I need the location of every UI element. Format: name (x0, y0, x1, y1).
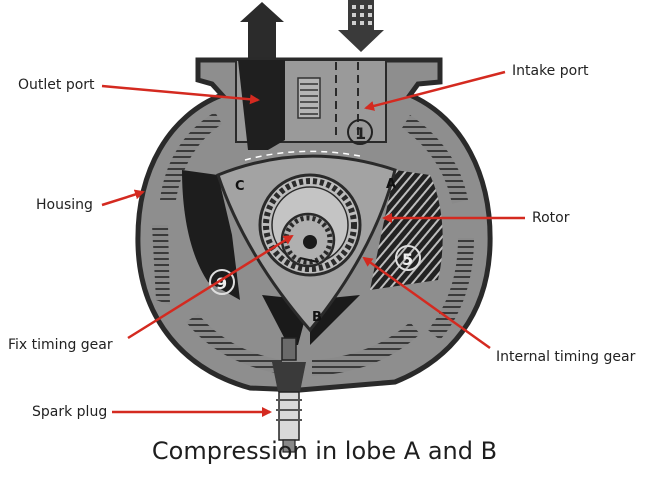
phase-9-circle (209, 269, 235, 295)
housing-arrow (101, 189, 145, 207)
outlet-port-arrow (101, 84, 260, 105)
fix-timing-gear (280, 212, 336, 268)
outlet-port-label: Outlet port (18, 77, 95, 93)
figure-caption: Compression in lobe A and B (151, 437, 498, 465)
lobe-b-mark: B (312, 310, 322, 325)
lobe-c-mark: C (235, 179, 245, 194)
rotor-label: Rotor (532, 210, 570, 226)
annotation-arrows (101, 70, 525, 417)
housing-label: Housing (36, 197, 93, 213)
lobe-a-mark: A (386, 177, 396, 192)
phase-5-mark: 5 (402, 250, 413, 269)
fix-timing-gear-arrow (127, 234, 294, 340)
spark-plug-label: Spark plug (32, 404, 108, 420)
phase-1-circle (347, 119, 373, 145)
spark-plug (272, 337, 306, 453)
phase-1-mark: 1 (355, 124, 366, 143)
intake-flow-arrow (338, 0, 384, 52)
internal-timing-gear-arrow (362, 256, 491, 350)
intake-port-label: Intake port (512, 63, 589, 79)
intake-port-arrow (364, 70, 506, 111)
phase-5-circle (395, 245, 421, 271)
exhaust-flow-arrow (240, 2, 284, 58)
phase-9-mark: 9 (216, 274, 227, 293)
internal-timing-gear-label: Internal timing gear (496, 349, 636, 365)
fix-timing-gear-label: Fix timing gear (8, 337, 113, 353)
